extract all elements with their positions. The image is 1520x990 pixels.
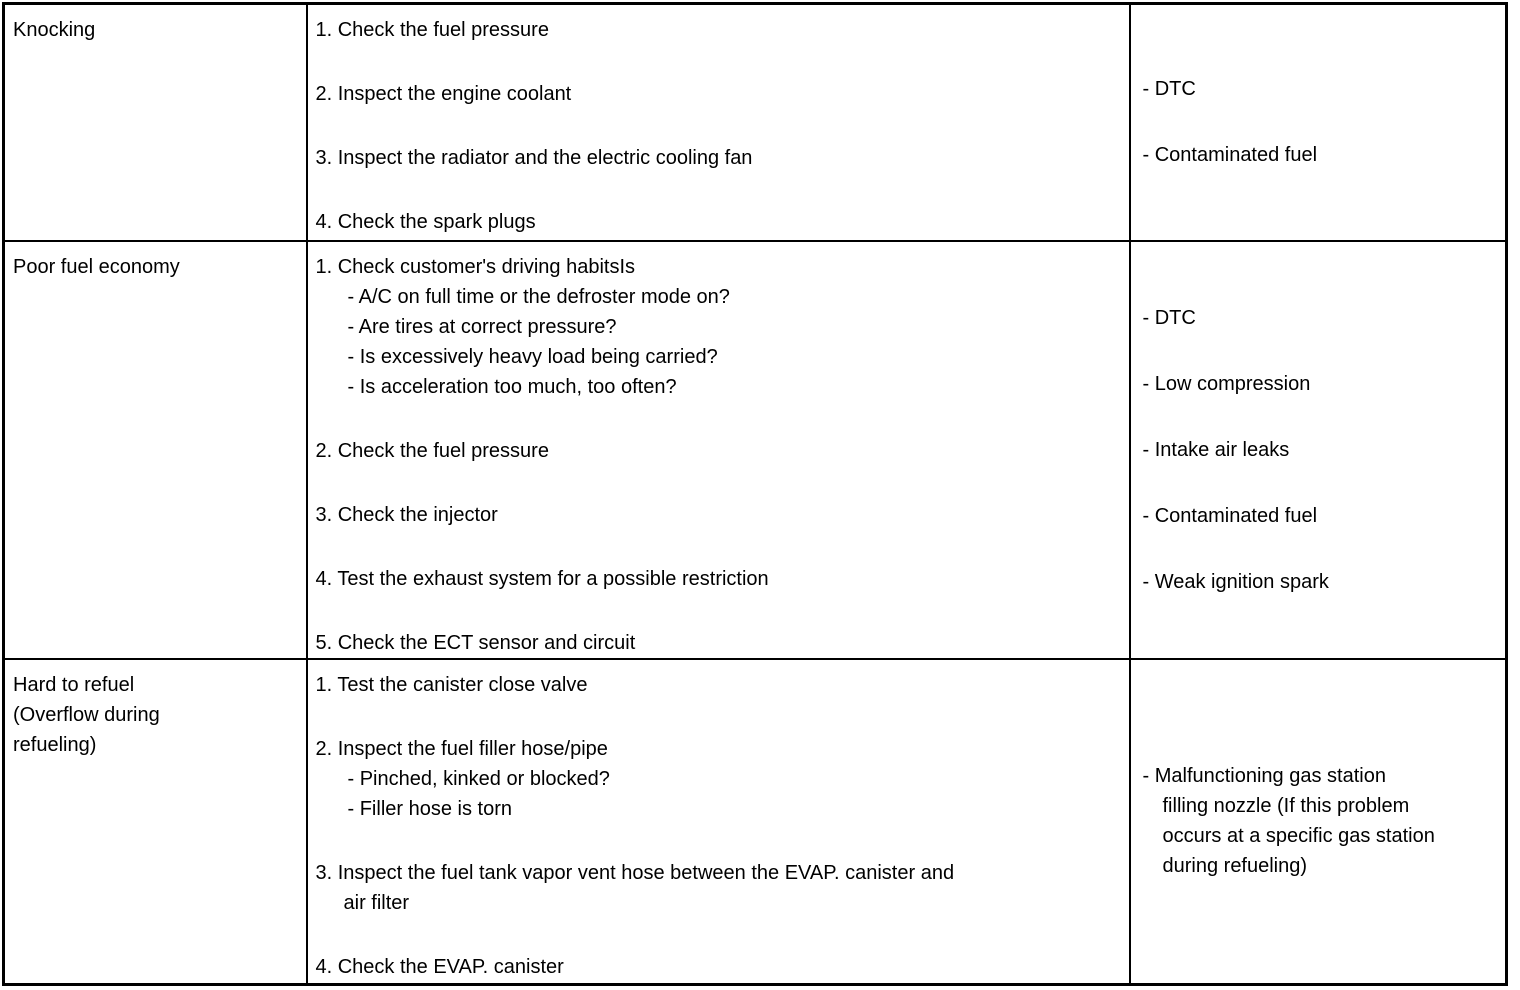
symptom-line: Knocking xyxy=(13,19,96,41)
inspection-cell: 1. Test the canister close valve 2. Insp… xyxy=(305,657,1131,986)
cause-item: - Intake air leaks xyxy=(1143,435,1502,465)
step-line: 2. Check the fuel pressure xyxy=(315,439,549,462)
table-row: Hard to refuel (Overflow during refuelin… xyxy=(2,657,1508,986)
cause-line-continuation: occurs at a specific gas station xyxy=(1162,825,1435,848)
cause-line: - DTC xyxy=(1142,78,1196,101)
symptom-cell: Knocking xyxy=(2,2,308,242)
table-row: Knocking 1. Check the fuel pressure 2. I… xyxy=(2,2,1508,242)
inspection-step: 3. Inspect the radiator and the electric… xyxy=(316,143,1123,173)
cause-line: - Malfunctioning gas station xyxy=(1142,765,1386,788)
table-row: Poor fuel economy 1. Check customer's dr… xyxy=(2,239,1508,660)
step-line: 1. Test the canister close valve xyxy=(315,673,588,696)
step-sub-line: - Pinched, kinked or blocked? xyxy=(347,767,610,790)
step-sub-line: - Are tires at correct pressure? xyxy=(347,315,617,338)
cause-item: - DTC xyxy=(1143,74,1502,104)
step-sub-line: - A/C on full time or the defroster mode… xyxy=(347,285,730,308)
inspection-step: 1. Check customer's driving habitsIs - A… xyxy=(316,252,1123,402)
symptom-line: Hard to refuel xyxy=(13,673,135,696)
cause-line-continuation: during refueling) xyxy=(1162,855,1308,878)
step-sub-line: - Filler hose is torn xyxy=(347,797,513,820)
step-line: 4. Test the exhaust system for a possibl… xyxy=(315,567,769,590)
cause-item: - Contaminated fuel xyxy=(1143,501,1502,531)
symptom-line: (Overflow during xyxy=(13,703,160,726)
step-line: 2. Inspect the engine coolant xyxy=(315,83,572,105)
inspection-step: 3. Inspect the fuel tank vapor vent hose… xyxy=(316,858,1123,918)
inspection-step: 1. Test the canister close valve xyxy=(316,670,1123,700)
cause-line: - Weak ignition spark xyxy=(1142,570,1329,593)
symptom-cell: Poor fuel economy xyxy=(2,239,308,660)
cause-item: - Low compression xyxy=(1143,369,1502,399)
inspection-step: 2. Inspect the engine coolant xyxy=(316,79,1123,109)
step-line: 3. Inspect the radiator and the electric… xyxy=(315,147,753,169)
step-line: 1. Check customer's driving habitsIs xyxy=(315,255,636,278)
step-line: 3. Check the injector xyxy=(315,503,498,526)
step-line: 4. Check the EVAP. canister xyxy=(315,955,564,978)
cause-item: - Weak ignition spark xyxy=(1143,567,1502,597)
symptom-line: refueling) xyxy=(13,733,97,756)
cause-line: - Low compression xyxy=(1142,372,1311,395)
inspection-step: 4. Check the EVAP. canister xyxy=(316,952,1123,982)
cause-line: - DTC xyxy=(1142,306,1196,329)
inspection-step: 4. Check the spark plugs xyxy=(316,207,1123,237)
cause-item: - DTC xyxy=(1143,303,1502,333)
step-sub-line: - Is acceleration too much, too often? xyxy=(347,375,677,398)
cause-line: - Intake air leaks xyxy=(1142,438,1290,461)
inspection-step: 2. Inspect the fuel filler hose/pipe - P… xyxy=(316,734,1123,824)
symptom-cell: Hard to refuel (Overflow during refuelin… xyxy=(2,657,308,986)
inspection-step: 5. Check the ECT sensor and circuit xyxy=(315,628,1123,657)
inspection-step: 4. Test the exhaust system for a possibl… xyxy=(316,564,1123,594)
causes-cell: - Malfunctioning gas station filling noz… xyxy=(1128,657,1508,986)
inspection-cell: 1. Check the fuel pressure 2. Inspect th… xyxy=(305,2,1131,242)
step-line: 5. Check the ECT sensor and circuit xyxy=(315,631,636,654)
cause-item: - Contaminated fuel xyxy=(1143,140,1502,170)
cause-line-continuation: filling nozzle (If this problem xyxy=(1162,795,1410,818)
cause-item: - Malfunctioning gas station filling noz… xyxy=(1143,761,1502,881)
step-line-continuation: air filter xyxy=(343,891,410,914)
step-line: 4. Check the spark plugs xyxy=(315,211,536,233)
cause-line: - Contaminated fuel xyxy=(1142,504,1318,527)
cause-line: - Contaminated fuel xyxy=(1142,144,1318,167)
inspection-step: 3. Check the injector xyxy=(316,500,1123,530)
step-line: 3. Inspect the fuel tank vapor vent hose… xyxy=(315,861,955,884)
inspection-step: 2. Check the fuel pressure xyxy=(316,436,1123,466)
inspection-cell: 1. Check customer's driving habitsIs - A… xyxy=(305,239,1131,660)
symptom-line: Poor fuel economy xyxy=(13,255,180,278)
step-line: 2. Inspect the fuel filler hose/pipe xyxy=(315,737,608,760)
step-sub-line: - Is excessively heavy load being carrie… xyxy=(347,345,718,368)
causes-cell: - DTC - Contaminated fuel xyxy=(1128,2,1508,242)
causes-cell: - DTC - Low compression - Intake air lea… xyxy=(1128,239,1508,660)
inspection-step: 1. Check the fuel pressure xyxy=(316,15,1123,45)
step-line: 1. Check the fuel pressure xyxy=(315,19,549,41)
